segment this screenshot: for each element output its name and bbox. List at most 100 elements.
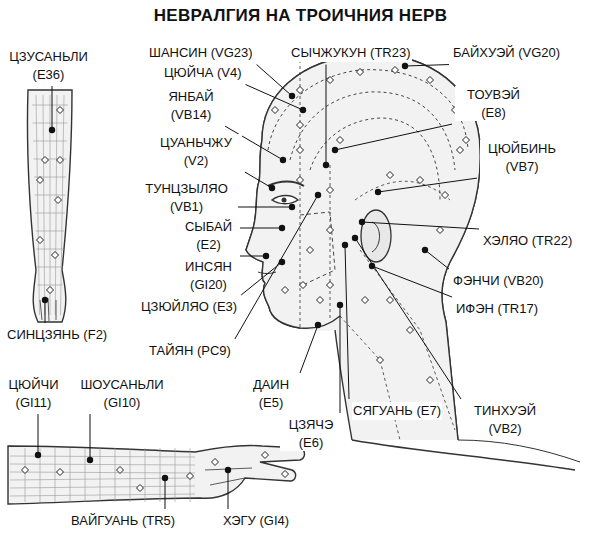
point-marker — [57, 157, 64, 164]
point-marker — [55, 197, 62, 204]
acupoint-dot — [42, 297, 48, 303]
point-marker — [317, 297, 324, 304]
point-label: ШОУСАНЬЛИ (GI10) — [75, 376, 169, 411]
grid-line — [100, 448, 101, 502]
grid-line — [36, 231, 64, 232]
point-marker — [427, 377, 434, 384]
grid-line — [33, 141, 67, 142]
point-marker — [272, 107, 279, 114]
grid-line — [36, 95, 40, 315]
leader-line — [240, 228, 282, 229]
point-label: ТАЙЯН (PC9) — [148, 342, 232, 360]
point-label: СИНЦЗЯНЬ (F2) — [6, 326, 108, 344]
point-label: ФЭНЧИ (VB20) — [452, 272, 545, 290]
point-label: ХЭГУ (GI4) — [222, 512, 290, 530]
face-outline — [246, 140, 340, 328]
point-label: ЦЮЙЧИ (GI11) — [5, 376, 62, 411]
point-marker — [297, 177, 304, 184]
point-label: ЦЗЯЧЭ (E6) — [280, 416, 342, 451]
point-label: СЫБАЙ (E2) — [180, 218, 237, 253]
leader-line — [425, 250, 449, 269]
grid-line — [32, 105, 68, 106]
eye — [272, 196, 298, 204]
leader-line — [241, 262, 282, 295]
grid-line — [61, 95, 65, 315]
point-marker — [47, 287, 54, 294]
point-marker — [307, 247, 314, 254]
point-marker — [137, 485, 144, 492]
acupoint-dot — [402, 63, 408, 69]
point-label: БАЙХУЭЙ (VG20) — [452, 44, 561, 62]
acupoint-dot — [342, 242, 348, 248]
point-marker — [42, 157, 49, 164]
acupoint-dot — [49, 127, 55, 133]
point-label: ЦЗУСАНЬЛИ (E36) — [5, 48, 92, 83]
leader-line — [362, 222, 479, 229]
acupoint-dot — [269, 185, 275, 191]
point-marker — [22, 467, 29, 474]
point-marker — [37, 177, 44, 184]
grid-line — [55, 95, 57, 315]
acupoint-dot — [225, 467, 231, 473]
leader-line — [355, 238, 461, 399]
point-marker — [262, 452, 269, 459]
point-marker — [37, 237, 44, 244]
point-marker — [457, 147, 464, 154]
acupoint-dot — [289, 93, 295, 99]
grid-line — [25, 448, 26, 502]
grid-line — [10, 472, 195, 473]
point-marker — [52, 252, 59, 259]
grid-line — [130, 448, 131, 502]
point-marker — [327, 282, 334, 289]
acupoint-dot — [263, 253, 269, 259]
acupoint-dot — [280, 157, 286, 163]
point-marker — [117, 467, 124, 474]
leader-line — [340, 305, 341, 413]
acupoint-dot — [352, 235, 358, 241]
grid-line — [70, 448, 71, 502]
grid-line — [33, 123, 68, 124]
grid-line — [115, 448, 116, 502]
head-fill — [246, 55, 480, 440]
grid-line — [43, 95, 45, 315]
leader-line — [45, 300, 46, 323]
meridian-line — [310, 118, 440, 200]
leader-line — [405, 65, 449, 66]
point-marker — [437, 227, 444, 234]
point-marker — [297, 87, 304, 94]
point-marker — [463, 137, 470, 144]
acupoint-dot — [375, 189, 381, 195]
acupoint-dot — [315, 322, 321, 328]
leader-lines — [35, 63, 479, 509]
pupil — [282, 198, 287, 203]
point-label: ДАИН (E5) — [245, 376, 297, 411]
leg-outline — [27, 90, 72, 322]
point-marker — [407, 327, 414, 334]
shoulder-outline — [352, 440, 575, 470]
point-marker — [57, 107, 64, 114]
acupoint-dot — [87, 457, 93, 463]
leader-line — [38, 414, 39, 455]
point-label: ИФЭН (TR17) — [455, 300, 539, 318]
acupoint-dot — [279, 225, 285, 231]
shoulder-outline — [458, 440, 580, 462]
point-marker — [327, 187, 334, 194]
grid-line — [37, 267, 63, 268]
point-label: ЯНБАЙ (VB14) — [160, 88, 222, 123]
point-marker — [187, 473, 194, 480]
point-label: СЯГУАНЬ (E7) — [352, 402, 442, 420]
point-marker — [427, 77, 434, 84]
point-label: ЦУАНЬЧЖУ (V2) — [150, 134, 242, 169]
grid-line — [10, 494, 195, 496]
grid-line — [175, 448, 176, 502]
point-marker — [327, 77, 334, 84]
point-label: ТИНХУЭЙ (VB2) — [464, 402, 546, 437]
leader-line — [345, 245, 349, 399]
point-marker — [297, 122, 304, 129]
arm-outline — [8, 445, 305, 504]
point-marker — [357, 69, 364, 76]
meridian-line — [340, 316, 400, 440]
point-label: СЫЧЖУКУН (TR23) — [290, 44, 412, 62]
point-marker — [212, 459, 219, 466]
